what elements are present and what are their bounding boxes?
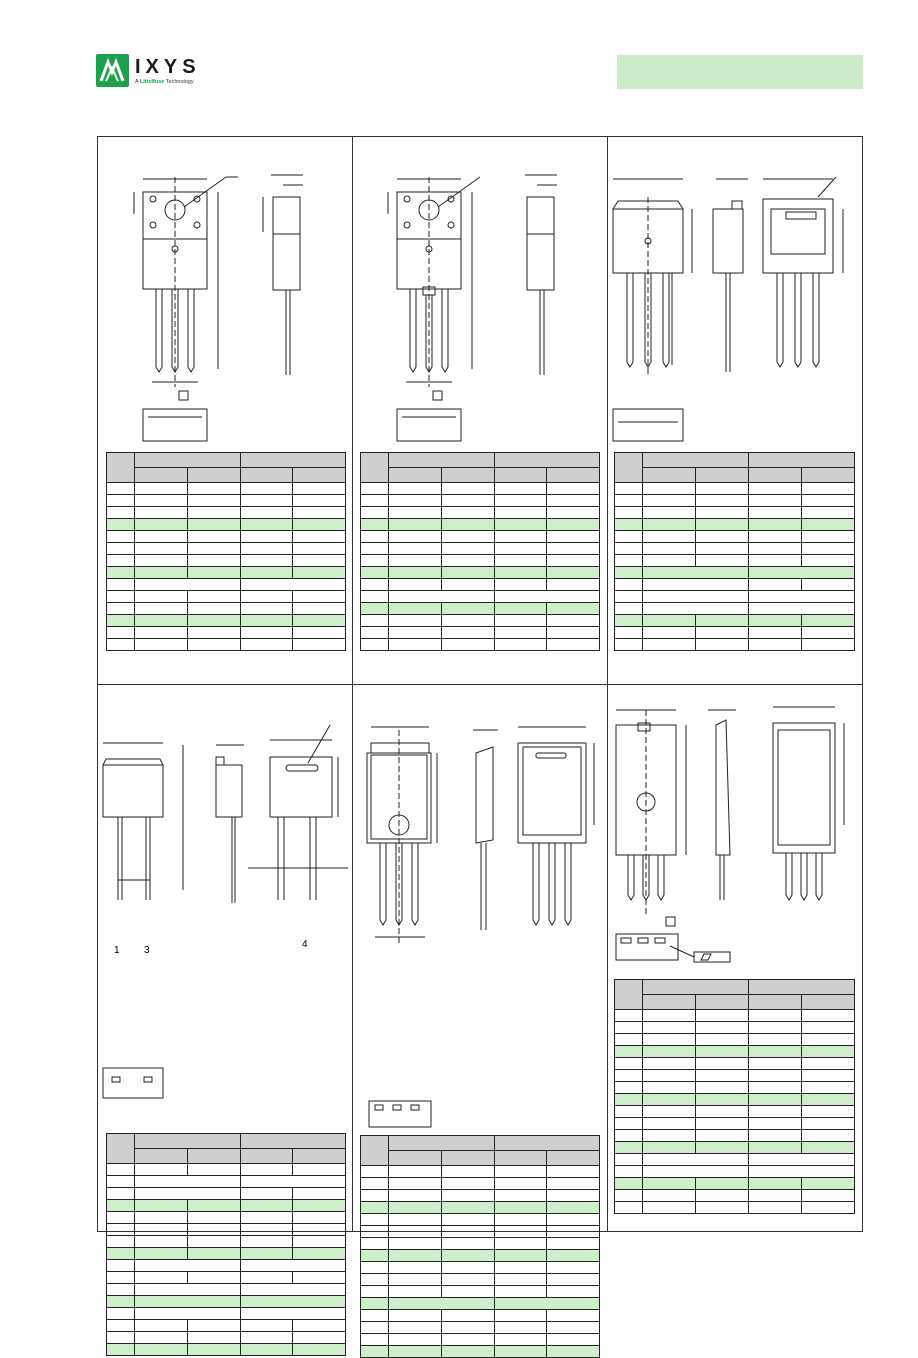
pin-3-label: 3 bbox=[144, 945, 150, 956]
header-band bbox=[617, 55, 863, 89]
package-drawing-5 bbox=[366, 726, 595, 945]
brand-name: IXYS bbox=[135, 56, 201, 78]
package-drawing-3 bbox=[612, 176, 844, 442]
dimension-table-6 bbox=[614, 979, 855, 1214]
dimension-table-5 bbox=[360, 1135, 600, 1358]
brand-tagline: A Littelfuse Technology bbox=[135, 79, 194, 85]
package-drawing-1 bbox=[133, 174, 303, 442]
package-bottom-view-5 bbox=[368, 1100, 432, 1128]
package-bottom-view-6 bbox=[615, 933, 731, 963]
dimension-table-3 bbox=[614, 452, 855, 651]
package-cell-6 bbox=[608, 685, 862, 1231]
pin-1-label: 1 bbox=[114, 945, 120, 956]
dimension-table-2 bbox=[360, 452, 600, 651]
package-cell-5 bbox=[353, 685, 608, 1358]
package-outline-grid: 1 3 4 bbox=[97, 136, 863, 1358]
package-bottom-view-4 bbox=[102, 1067, 164, 1099]
package-drawing-4: 1 3 4 bbox=[102, 724, 348, 956]
package-cell-1 bbox=[98, 137, 353, 685]
package-drawing-6 bbox=[615, 706, 845, 927]
package-drawing-2 bbox=[387, 174, 557, 442]
ixys-logo: IXYS A Littelfuse Technology bbox=[96, 54, 208, 88]
pin-4-label: 4 bbox=[302, 939, 308, 950]
package-cell-3 bbox=[608, 137, 862, 685]
package-cell-2 bbox=[353, 137, 608, 685]
package-cell-4: 1 3 4 bbox=[98, 685, 353, 1356]
littelfuse-logo-icon bbox=[96, 54, 129, 87]
dimension-table-4 bbox=[106, 1133, 346, 1356]
dimension-table-1 bbox=[106, 452, 346, 651]
